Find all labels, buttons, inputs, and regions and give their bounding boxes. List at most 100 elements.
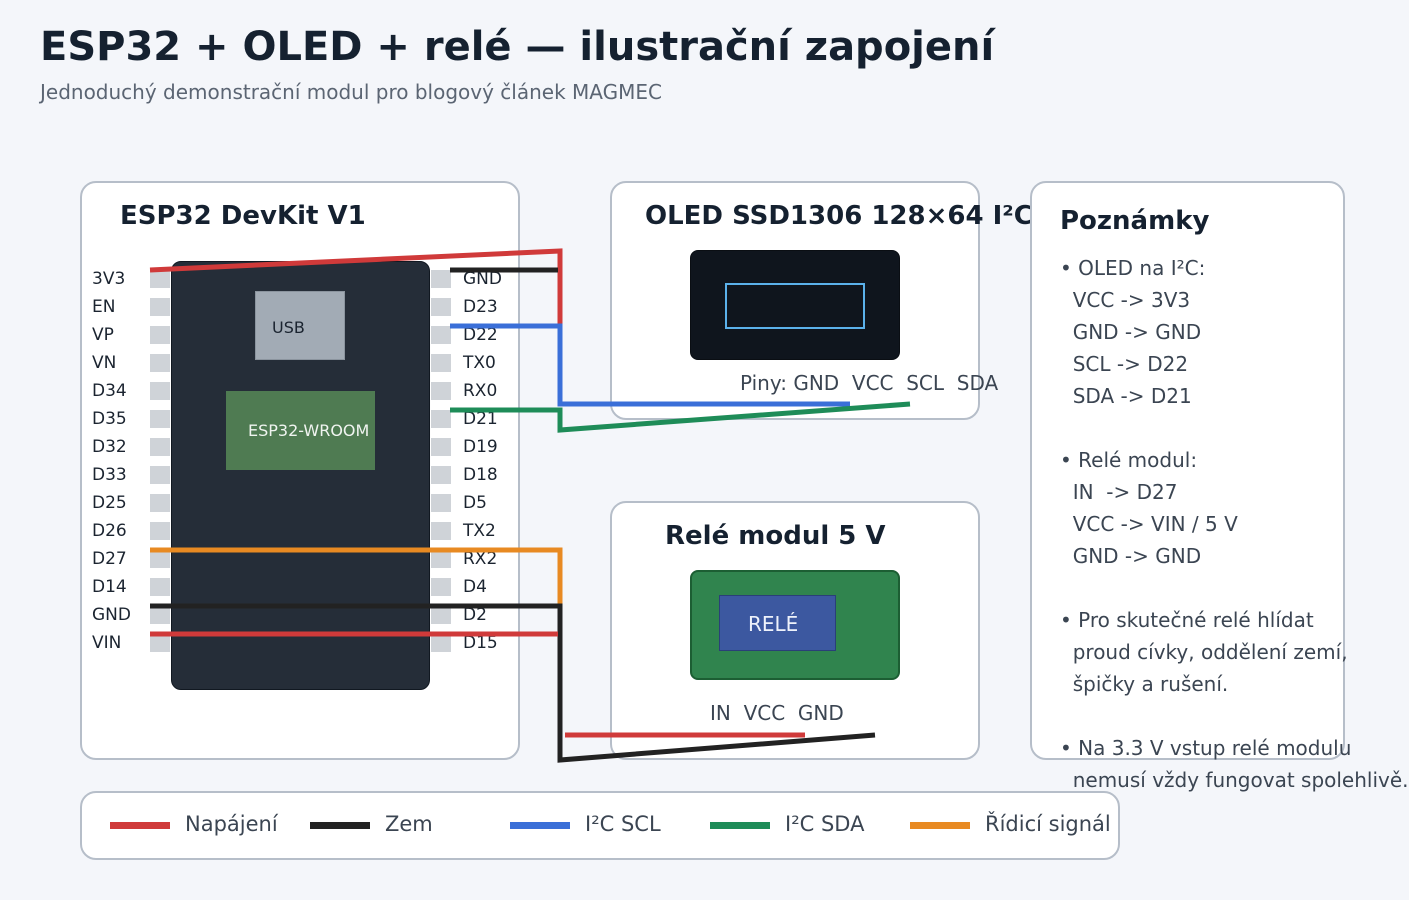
legend-label: Řídicí signál (985, 812, 1111, 836)
esp32-wroom-module: ESP32-WROOM (226, 391, 375, 470)
page-title: ESP32 + OLED + relé — ilustrační zapojen… (40, 24, 995, 70)
pin-pad-right (431, 522, 451, 540)
legend-swatch (110, 822, 170, 829)
pin-label-left: D32 (92, 437, 127, 457)
oled-title-clip: OLED SSD1306 128×64 I²C (612, 183, 1033, 418)
pin-label-right: TX0 (463, 353, 496, 373)
pin-label-left: D33 (92, 465, 127, 485)
pin-label-right: D19 (463, 437, 498, 457)
pin-label-left: D26 (92, 521, 127, 541)
pin-pad-left (150, 270, 170, 288)
note-line: • Na 3.3 V vstup relé modulu (1060, 736, 1352, 760)
pin-pad-right (431, 578, 451, 596)
pin-pad-right (431, 326, 451, 344)
pin-pad-right (431, 382, 451, 400)
wire-3v3-oled-vcc (149, 248, 563, 325)
relay-pins-label: IN VCC GND (710, 701, 844, 725)
pin-pad-right (431, 634, 451, 652)
pin-pad-right (431, 298, 451, 316)
pin-label-left: GND (92, 605, 131, 625)
usb-connector: USB (255, 291, 345, 360)
pin-label-left: D34 (92, 381, 127, 401)
pin-label-left: VP (92, 325, 114, 345)
relay-component: RELÉ (719, 595, 836, 651)
wire-d22-oled-scl (450, 323, 850, 407)
wire-d21-oled-sda (450, 401, 911, 433)
note-line: GND -> GND (1060, 544, 1202, 568)
pin-label-left: D27 (92, 549, 127, 569)
note-line: • OLED na I²C: (1060, 256, 1206, 280)
esp32-panel-title: ESP32 DevKit V1 (120, 201, 366, 231)
legend-swatch (310, 822, 370, 829)
legend-swatch (710, 822, 770, 829)
pin-pad-left (150, 606, 170, 624)
note-line: VCC -> 3V3 (1060, 288, 1191, 312)
pin-pad-right (431, 494, 451, 512)
usb-label: USB (272, 318, 305, 337)
pin-label-right: D2 (463, 605, 487, 625)
notes-panel (1030, 181, 1345, 760)
page-subtitle: Jednoduchý demonstrační modul pro blogov… (40, 80, 662, 104)
legend-label: I²C SDA (785, 812, 865, 836)
pin-label-right: D21 (463, 409, 498, 429)
pin-pad-left (150, 410, 170, 428)
wire-gnd-relay-gnd (150, 603, 876, 763)
wroom-label: ESP32-WROOM (248, 421, 370, 440)
legend-swatch (910, 822, 970, 829)
note-line: proud cívky, oddělení zemí, (1060, 640, 1348, 664)
oled-screen (725, 283, 865, 329)
pin-pad-right (431, 354, 451, 372)
note-line: nemusí vždy fungovat spolehlivě. (1060, 768, 1409, 792)
note-line: • Pro skutečné relé hlídat (1060, 608, 1314, 632)
pin-label-right: D23 (463, 297, 498, 317)
pin-label-right: D5 (463, 493, 487, 513)
relay-panel-title: Relé modul 5 V (665, 521, 886, 551)
oled-panel-title: OLED SSD1306 128×64 I²C (645, 201, 1033, 231)
legend-label: I²C SCL (585, 812, 661, 836)
pin-pad-right (431, 270, 451, 288)
pin-label-right: D15 (463, 633, 498, 653)
pin-pad-left (150, 634, 170, 652)
relay-block-label: RELÉ (748, 612, 799, 636)
pin-pad-left (150, 522, 170, 540)
pin-pad-left (150, 578, 170, 596)
pin-pad-left (150, 354, 170, 372)
legend-swatch (510, 822, 570, 829)
pin-pad-right (431, 606, 451, 624)
pin-label-right: D4 (463, 577, 487, 597)
wire-d27-relay-in (150, 547, 563, 604)
pin-label-left: VN (92, 353, 117, 373)
notes-body-clip: • OLED na I²C: VCC -> 3V3 GND -> GND SCL… (1060, 0, 1409, 900)
legend-label: Zem (385, 812, 433, 836)
pin-pad-left (150, 438, 170, 456)
legend-label: Napájení (185, 812, 278, 836)
note-line: VCC -> VIN / 5 V (1060, 512, 1238, 536)
pin-pad-right (431, 466, 451, 484)
note-line: SDA -> D21 (1060, 384, 1192, 408)
pin-pad-left (150, 494, 170, 512)
pin-pad-right (431, 550, 451, 568)
pin-label-left: D35 (92, 409, 127, 429)
pin-label-right: GND (463, 269, 502, 289)
pin-pad-right (431, 438, 451, 456)
pin-label-right: RX0 (463, 381, 498, 401)
oled-pins-label: Piny: GND VCC SCL SDA (740, 371, 999, 395)
pin-pad-left (150, 326, 170, 344)
note-line: • Relé modul: (1060, 448, 1198, 472)
pin-label-right: D22 (463, 325, 498, 345)
pin-label-right: D18 (463, 465, 498, 485)
pin-pad-right (431, 410, 451, 428)
pin-pad-left (150, 550, 170, 568)
pin-pad-left (150, 298, 170, 316)
pin-pad-left (150, 382, 170, 400)
pin-label-left: 3V3 (92, 269, 126, 289)
note-line: IN -> D27 (1060, 480, 1178, 504)
pin-label-left: D25 (92, 493, 127, 513)
pin-label-left: VIN (92, 633, 122, 653)
note-line: SCL -> D22 (1060, 352, 1189, 376)
pin-label-left: EN (92, 297, 116, 317)
pin-label-right: TX2 (463, 521, 496, 541)
pin-pad-left (150, 466, 170, 484)
notes-title: Poznámky (1060, 206, 1210, 236)
